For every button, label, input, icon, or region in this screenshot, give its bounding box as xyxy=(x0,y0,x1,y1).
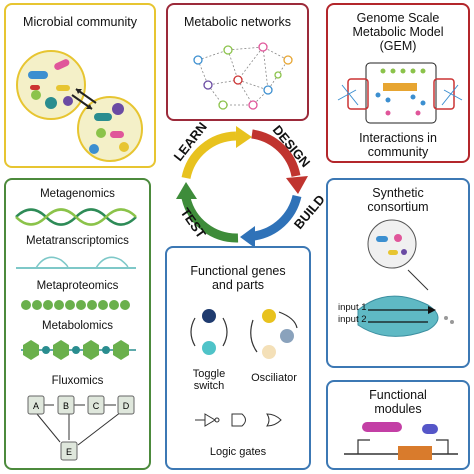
oscillator-label: Osciliator xyxy=(251,372,297,384)
learn-arrow xyxy=(181,131,237,180)
synthetic-consortium-title-line-1: Synthetic xyxy=(372,186,424,200)
metagenomics-label: Metagenomics xyxy=(40,188,115,200)
functional-modules-illustration xyxy=(344,422,458,460)
toggle-switch-label-line-1: Toggle xyxy=(192,368,226,380)
functional-modules-panel: Functional modules xyxy=(326,380,470,470)
metabolic-networks-panel: Metabolic networks xyxy=(166,3,309,121)
microbial-community-illustration xyxy=(16,50,143,162)
design-arrow xyxy=(251,129,301,178)
toggle-switch-label-line-2: switch xyxy=(193,380,225,392)
flux-node-d: D xyxy=(123,401,130,411)
functional-modules-title-line-2: modules xyxy=(374,402,422,416)
functional-modules-title-line-1: Functional xyxy=(369,388,427,402)
gem-title-line-2: Metabolic Model xyxy=(352,25,444,39)
gem-panel: Genome Scale Metabolic Model (GEM) Inter… xyxy=(326,3,470,163)
omics-panel: Metagenomics Metatranscriptomics Metapro… xyxy=(4,178,151,470)
flux-node-e: E xyxy=(66,447,72,457)
rna-transcript-icon xyxy=(16,256,136,269)
input-1-label: input 1 xyxy=(338,302,367,313)
flux-node-c: C xyxy=(93,401,100,411)
flux-node-b: B xyxy=(63,401,69,411)
dna-helix-icon xyxy=(15,208,137,226)
metabolic-networks-title: Metabolic networks xyxy=(184,15,291,29)
functional-genes-title-line-2: and parts xyxy=(211,278,265,292)
test-arrow xyxy=(181,196,239,243)
flux-node-a: A xyxy=(33,401,39,411)
functional-genes-panel: Functional genes and parts Toggle switch… xyxy=(165,246,311,470)
logic-gates-icon xyxy=(195,413,282,427)
fluxomics-label: Fluxomics xyxy=(51,375,104,387)
toggle-switch-icon xyxy=(190,309,228,355)
metaproteomics-label: Metaproteomics xyxy=(36,280,119,292)
gem-title-line-3: (GEM) xyxy=(379,39,417,53)
build-arrow xyxy=(253,194,302,241)
gem-caption-line-2: community xyxy=(367,145,429,159)
gem-title-line-1: Genome Scale xyxy=(356,11,440,25)
gem-caption-line-1: Interactions in xyxy=(359,131,437,145)
flux-network-diagram: A B C D E xyxy=(27,395,135,461)
metabolomics-label: Metabolomics xyxy=(42,320,113,332)
microbial-community-title: Microbial community xyxy=(23,15,137,29)
protein-chain-icon xyxy=(21,300,130,310)
metabolite-chain-icon xyxy=(21,340,136,360)
logic-gates-label: Logic gates xyxy=(209,446,267,458)
metabolic-network-graph xyxy=(193,42,293,110)
metatranscriptomics-label: Metatranscriptomics xyxy=(26,235,129,247)
synthetic-consortium-title-line-2: consortium xyxy=(367,200,429,214)
functional-genes-title-line-1: Functional genes xyxy=(190,264,286,278)
gem-model-illustration xyxy=(337,62,463,124)
input-2-label: input 2 xyxy=(338,314,367,325)
microbial-community-panel: Microbial community xyxy=(4,3,156,168)
synthetic-consortium-illustration xyxy=(357,219,454,337)
synthetic-consortium-panel: Synthetic consortium input 1 input 2 xyxy=(326,178,470,368)
oscillator-icon xyxy=(250,309,298,359)
